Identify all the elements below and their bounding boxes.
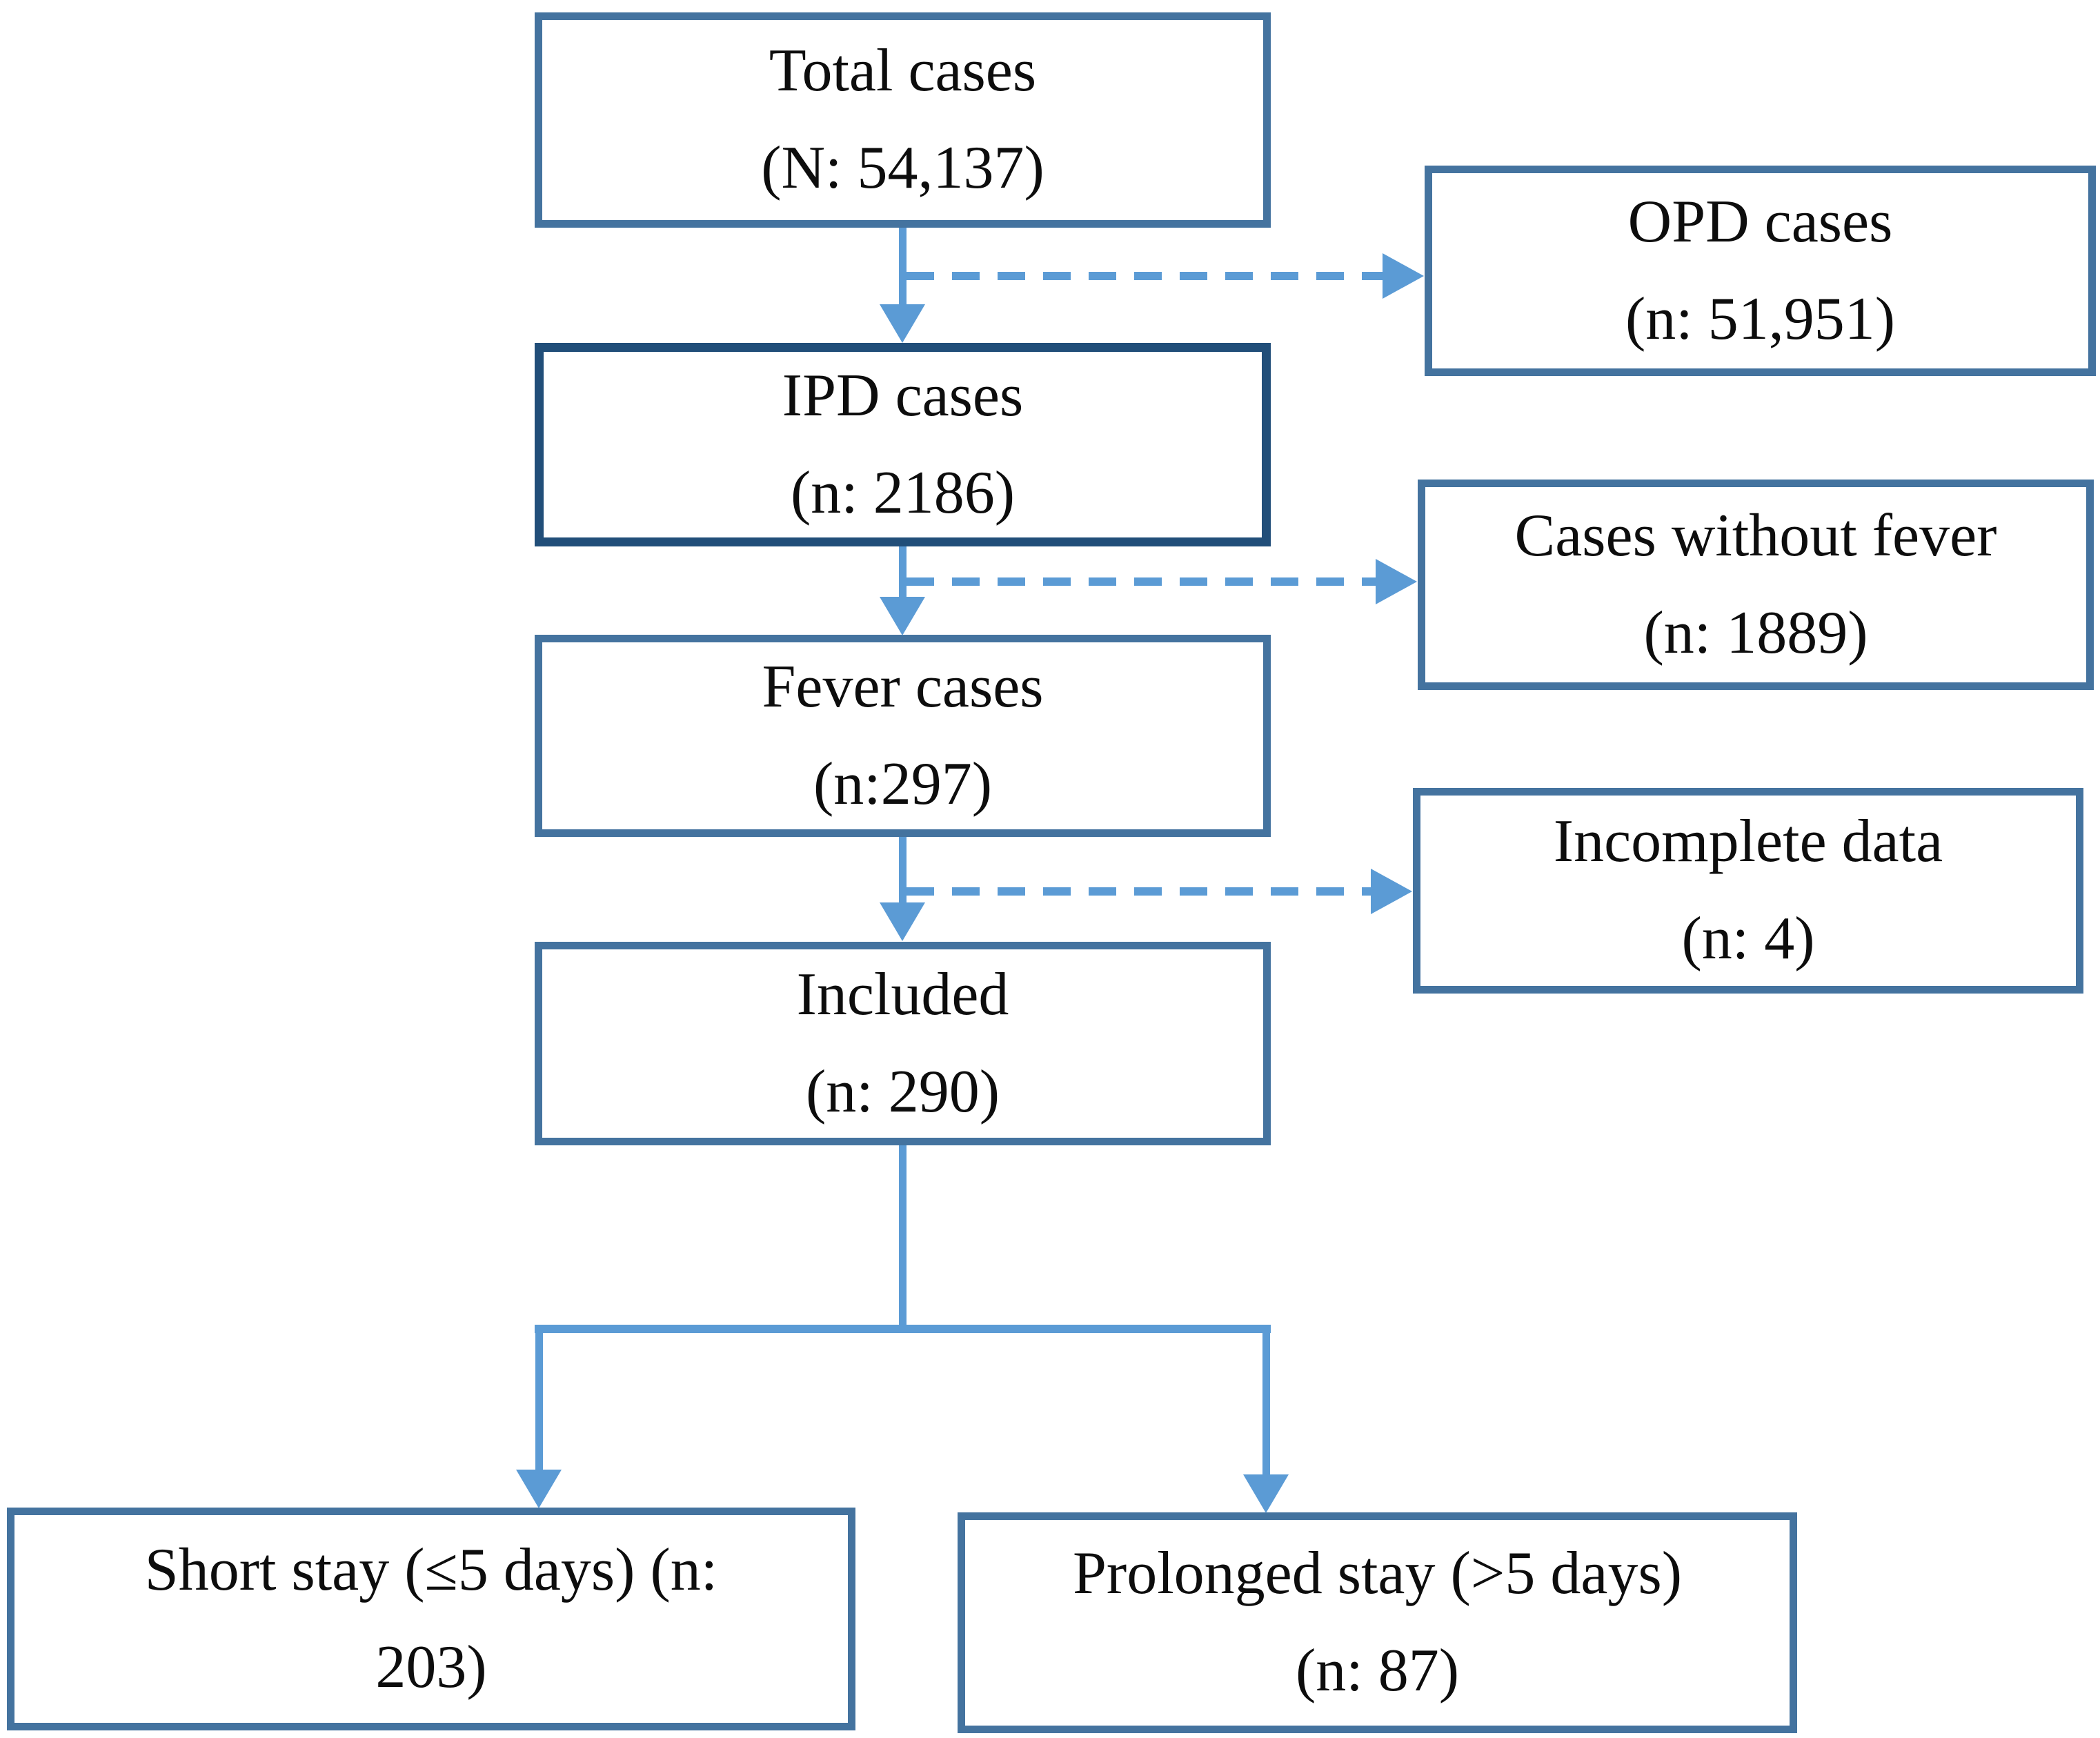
split-horizontal-bar bbox=[535, 1325, 1271, 1333]
opd-cases-label: OPD cases bbox=[1627, 188, 1893, 255]
included-count: (n: 290) bbox=[805, 1058, 1000, 1125]
ipd-cases-count: (n: 2186) bbox=[790, 459, 1016, 526]
arrow-to-prolonged-stay-head-icon bbox=[1243, 1474, 1289, 1513]
arrow-fever-to-included-head-icon bbox=[880, 902, 925, 941]
arrow-to-prolonged-stay-shaft bbox=[1262, 1332, 1270, 1475]
prolonged-stay-label: Prolonged stay (>5 days) bbox=[1072, 1540, 1683, 1608]
incomplete-data-label: Incomplete data bbox=[1553, 808, 1943, 876]
dashed-arrow-to-opd-shaft bbox=[907, 272, 1383, 280]
fever-cases-count: (n:297) bbox=[813, 750, 993, 818]
prolonged-stay-count: (n: 87) bbox=[1295, 1637, 1460, 1704]
cases-without-fever-count: (n: 1889) bbox=[1643, 599, 1868, 666]
cases-without-fever-label: Cases without fever bbox=[1514, 502, 1997, 569]
fever-cases-box: Fever cases (n:297) bbox=[535, 635, 1271, 837]
arrow-ipd-to-fever-head-icon bbox=[880, 597, 925, 635]
arrow-to-short-stay-shaft bbox=[535, 1332, 543, 1471]
incomplete-data-box: Incomplete data (n: 4) bbox=[1413, 788, 2083, 994]
dashed-arrow-to-incomplete-shaft bbox=[907, 887, 1371, 896]
ipd-cases-box: IPD cases (n: 2186) bbox=[535, 343, 1271, 546]
opd-cases-count: (n: 51,951) bbox=[1625, 285, 1896, 353]
ipd-cases-label: IPD cases bbox=[782, 362, 1024, 429]
total-cases-box: Total cases (N: 54,137) bbox=[535, 12, 1271, 228]
short-stay-box: Short stay (≤5 days) (n: 203) bbox=[7, 1508, 855, 1730]
dashed-arrow-to-incomplete-head-icon bbox=[1371, 869, 1412, 914]
arrow-total-to-ipd-shaft bbox=[899, 228, 907, 307]
prolonged-stay-box: Prolonged stay (>5 days) (n: 87) bbox=[958, 1512, 1797, 1733]
cases-without-fever-box: Cases without fever (n: 1889) bbox=[1418, 480, 2094, 690]
incomplete-data-count: (n: 4) bbox=[1681, 905, 1815, 972]
dashed-arrow-to-no-fever-shaft bbox=[907, 577, 1376, 586]
arrow-included-split-stub bbox=[899, 1145, 907, 1333]
arrow-ipd-to-fever-shaft bbox=[899, 546, 907, 600]
arrow-to-short-stay-head-icon bbox=[516, 1470, 562, 1508]
included-label: Included bbox=[796, 960, 1009, 1028]
short-stay-label: Short stay (≤5 days) (n: bbox=[144, 1536, 718, 1603]
arrow-fever-to-included-shaft bbox=[899, 837, 907, 905]
short-stay-count: 203) bbox=[375, 1633, 487, 1701]
total-cases-label: Total cases bbox=[769, 37, 1037, 105]
opd-cases-box: OPD cases (n: 51,951) bbox=[1425, 166, 2096, 376]
dashed-arrow-to-opd-head-icon bbox=[1383, 253, 1424, 299]
dashed-arrow-to-no-fever-head-icon bbox=[1376, 559, 1417, 604]
arrow-total-to-ipd-head-icon bbox=[880, 304, 925, 343]
fever-cases-label: Fever cases bbox=[762, 653, 1044, 720]
included-box: Included (n: 290) bbox=[535, 942, 1271, 1145]
total-cases-count: (N: 54,137) bbox=[761, 135, 1044, 201]
